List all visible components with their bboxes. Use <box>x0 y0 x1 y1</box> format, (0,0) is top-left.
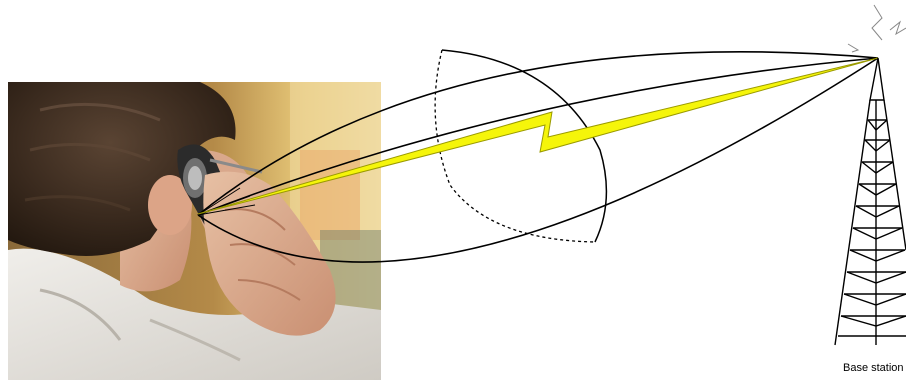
base-station-label: Base station <box>843 362 904 374</box>
antenna-emission-marks <box>848 5 906 52</box>
beam-cross-section-front <box>442 50 606 242</box>
man-on-phone-photo <box>8 82 381 380</box>
base-station-tower <box>835 58 906 345</box>
